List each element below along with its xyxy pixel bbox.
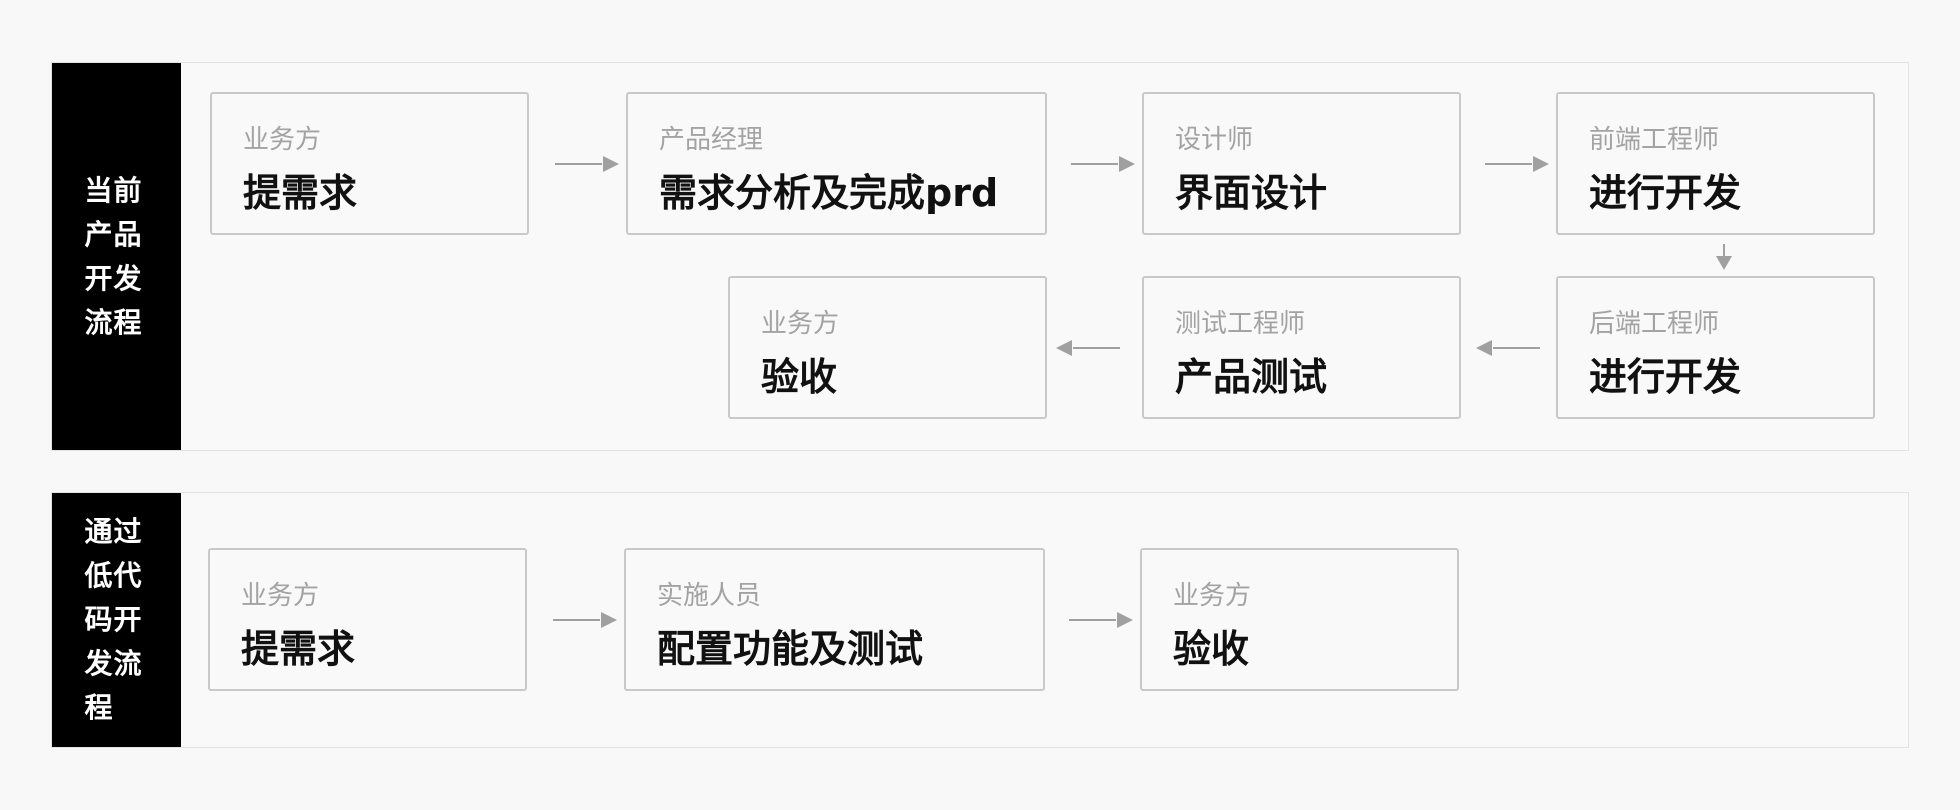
step-task: 需求分析及完成prd [659, 171, 999, 215]
step-task: 提需求 [241, 627, 356, 671]
lowcode-flow-panel: 通过低代码开发流程 [51, 492, 1909, 748]
flow-step-box: 前端工程师 进行开发 [1556, 92, 1875, 235]
step-role: 前端工程师 [1589, 125, 1720, 155]
flow-step-box: 业务方 验收 [728, 276, 1047, 419]
step-role: 业务方 [241, 581, 320, 611]
step-role: 测试工程师 [1175, 309, 1306, 339]
lowcode-flow-label: 通过低代码开发流程 [84, 515, 143, 724]
flow-step-box: 后端工程师 进行开发 [1556, 276, 1875, 419]
step-task: 提需求 [243, 171, 358, 215]
lowcode-flow-sidebar: 通过低代码开发流程 [52, 493, 181, 747]
step-task: 进行开发 [1589, 355, 1742, 399]
step-task: 验收 [1173, 627, 1250, 671]
flow-step-box: 业务方 提需求 [208, 548, 527, 691]
step-role: 业务方 [1173, 581, 1252, 611]
step-task: 界面设计 [1175, 171, 1328, 215]
step-task: 验收 [761, 355, 838, 399]
step-role: 实施人员 [657, 581, 762, 611]
flow-step-box: 产品经理 需求分析及完成prd [626, 92, 1047, 235]
step-role: 业务方 [761, 309, 840, 339]
flow-step-box: 业务方 验收 [1140, 548, 1459, 691]
flow-step-box: 测试工程师 产品测试 [1142, 276, 1461, 419]
flow-step-box: 设计师 界面设计 [1142, 92, 1461, 235]
step-task: 配置功能及测试 [657, 627, 924, 671]
step-role: 业务方 [243, 125, 322, 155]
current-flow-label: 当前产品开发流程 [84, 173, 143, 339]
flow-step-box: 业务方 提需求 [210, 92, 529, 235]
flow-step-box: 实施人员 配置功能及测试 [624, 548, 1045, 691]
step-task: 产品测试 [1175, 355, 1328, 399]
step-role: 后端工程师 [1589, 309, 1720, 339]
step-role: 设计师 [1175, 125, 1254, 155]
current-flow-sidebar: 当前产品开发流程 [52, 63, 181, 450]
step-role: 产品经理 [659, 125, 764, 155]
step-task: 进行开发 [1589, 171, 1742, 215]
